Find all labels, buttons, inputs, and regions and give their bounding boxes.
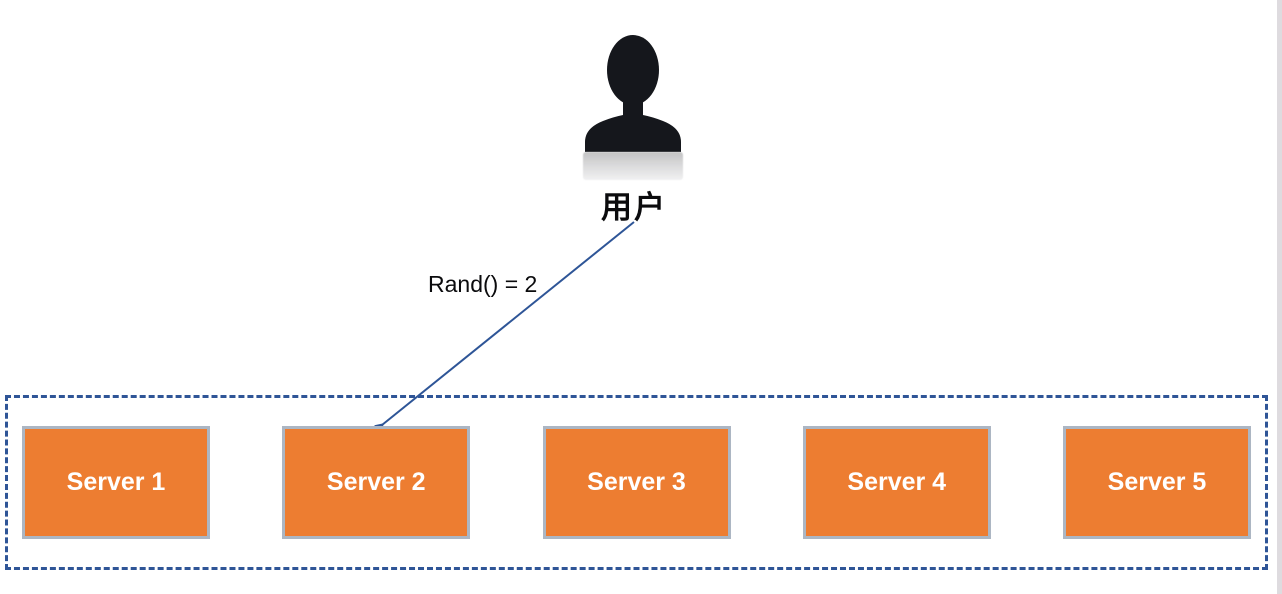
server-label: Server 4: [847, 468, 947, 496]
screenshot-right-edge: [1277, 0, 1282, 594]
server-box-4: Server 4: [802, 426, 991, 539]
user-reflection: [583, 152, 683, 180]
person-silhouette-icon: [585, 35, 681, 152]
server-box-2: Server 2: [282, 426, 471, 539]
server-label: Server 3: [587, 468, 686, 496]
user-label: 用户: [601, 190, 667, 225]
server-pool: Server 1 Server 2 Server 3 Server 4 Serv…: [5, 395, 1268, 570]
server-box-3: Server 3: [542, 426, 731, 539]
server-label: Server 2: [326, 468, 426, 496]
arrow-label: Rand() = 2: [428, 271, 538, 297]
server-label: Server 1: [66, 468, 166, 496]
server-label: Server 5: [1107, 468, 1207, 496]
server-box-1: Server 1: [22, 426, 210, 539]
user-icon: [578, 30, 688, 182]
server-box-5: Server 5: [1063, 426, 1251, 539]
